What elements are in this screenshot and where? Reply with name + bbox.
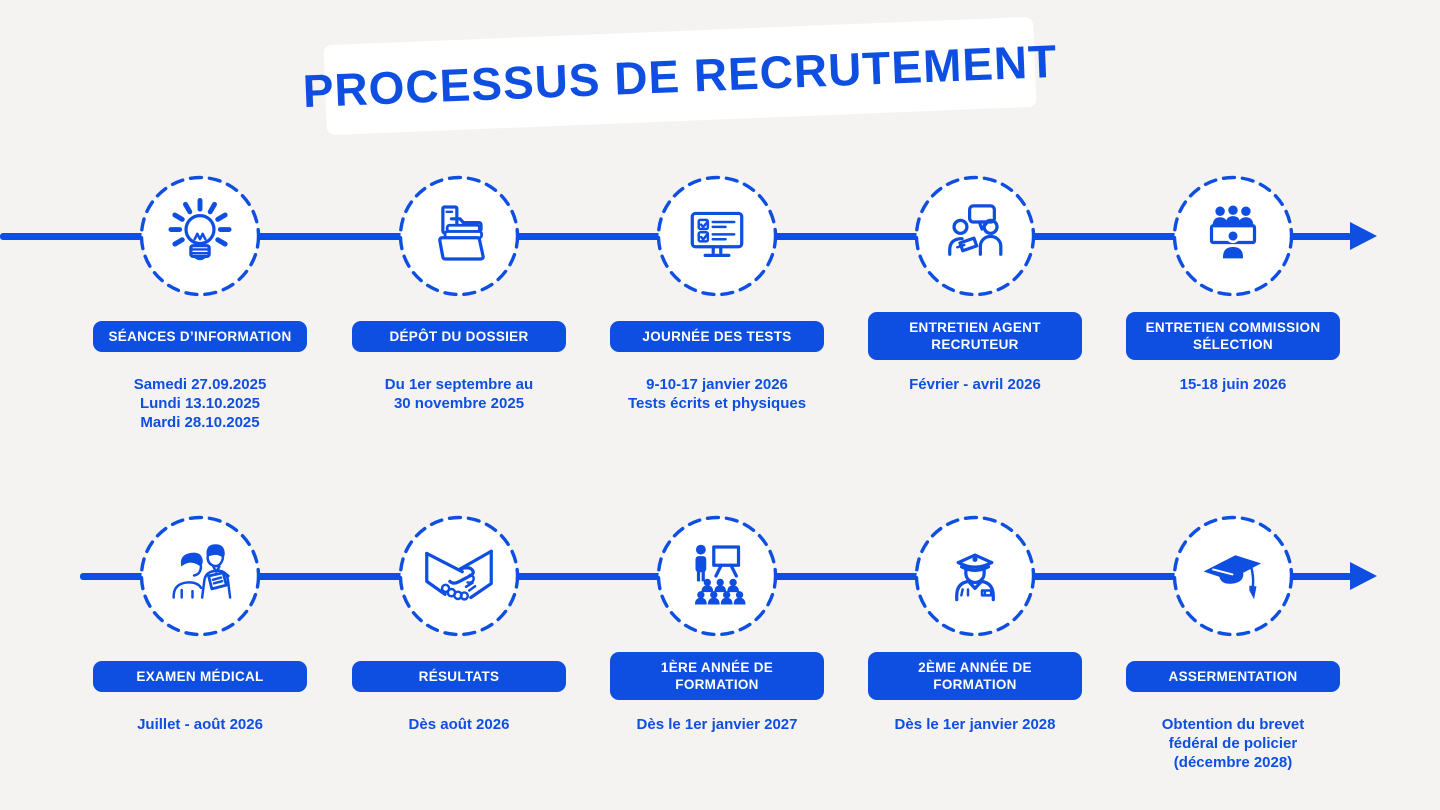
arrow-right-icon: [1350, 222, 1377, 250]
step-circle: [397, 174, 521, 298]
interview-icon: [948, 204, 1003, 256]
step-dates: Dès le 1er janvier 2028: [894, 716, 1056, 733]
title-banner: PROCESSUS DE RECRUTEMENT: [302, 16, 1058, 136]
step-circle: [397, 514, 521, 638]
arrow-right-icon: [1350, 562, 1377, 590]
step-circle: [913, 514, 1037, 638]
step-label-badge: RÉSULTATS: [352, 660, 566, 692]
step-label-badge: ASSERMENTATION: [1126, 660, 1340, 692]
step-dates: Dès août 2026: [408, 716, 510, 733]
handshake-icon: [425, 549, 493, 601]
medical-exam-icon: [172, 544, 232, 599]
graduation-cap-icon: [1203, 555, 1262, 600]
step-label-badge: SÉANCES D’INFORMATION: [93, 320, 307, 352]
step-circle: [138, 514, 262, 638]
step-circle: [655, 514, 779, 638]
step-circle: [913, 174, 1037, 298]
step-circle: [138, 174, 262, 298]
step-label-badge: JOURNÉE DES TESTS: [610, 320, 824, 352]
step-circle: [1171, 514, 1295, 638]
lightbulb-icon: [168, 198, 232, 261]
step-examen-medical: EXAMEN MÉDICAL Juillet - août 2026: [70, 514, 330, 804]
step-dates: 15-18 juin 2026: [1179, 376, 1287, 393]
commission-icon: [1209, 205, 1257, 261]
step-circle: [1171, 174, 1295, 298]
step-dates: Juillet - août 2026: [137, 716, 263, 733]
page-title: PROCESSUS DE RECRUTEMENT: [301, 34, 1059, 118]
step-circle: [655, 174, 779, 298]
police-officer-icon: [955, 553, 995, 602]
folder-icon: [438, 205, 485, 261]
step-label-badge: DÉPÔT DU DOSSIER: [352, 320, 566, 352]
step-dates: Février - avril 2026: [909, 376, 1041, 393]
test-screen-icon: [690, 211, 744, 257]
training-icon: [694, 544, 746, 605]
step-dates: Dès le 1er janvier 2027: [636, 716, 798, 733]
step-label-badge: EXAMEN MÉDICAL: [93, 660, 307, 692]
step-resultats: RÉSULTATS Dès août 2026: [329, 514, 589, 804]
